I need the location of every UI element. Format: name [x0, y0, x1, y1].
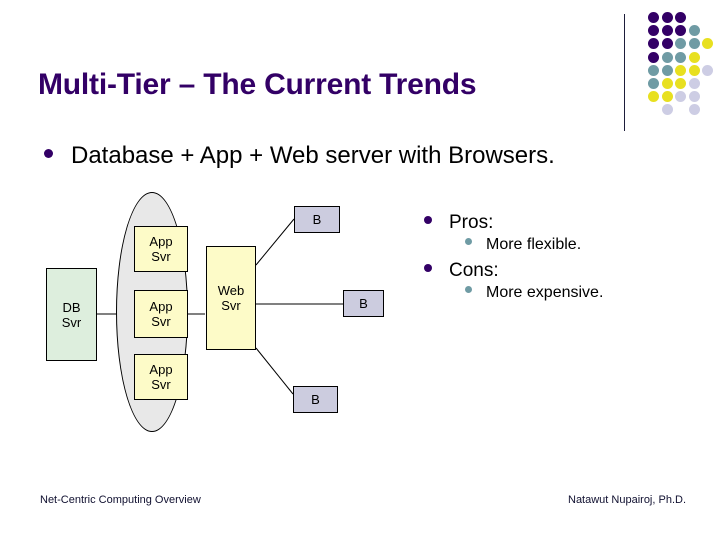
logo-dot-icon — [661, 12, 673, 23]
node-db-server-line2: Svr — [61, 314, 82, 330]
connector-web-to-browser-top — [255, 218, 295, 266]
node-app-server-3-line1: App — [149, 362, 173, 377]
node-db-server-line1: DB — [62, 299, 81, 315]
logo-dot-icon — [661, 38, 673, 50]
node-browser-2-label: B — [359, 296, 368, 311]
list-item-cons-label: Cons: — [449, 260, 499, 281]
pros-cons-list: Pros: More flexible. Cons: More expensiv… — [424, 212, 704, 308]
node-web-server[interactable]: Web Svr — [206, 246, 256, 350]
node-app-server-3-line2: Svr — [151, 377, 171, 392]
node-app-server-1-line1: App — [149, 234, 173, 249]
logo-dot-icon — [648, 51, 659, 63]
list-item-cons-sub-1-label: More expensive. — [486, 284, 604, 301]
logo-dot-icon — [688, 38, 700, 50]
logo-dot-icon — [661, 25, 673, 37]
node-db-server[interactable]: DB Svr — [46, 268, 97, 361]
logo-dot-icon — [661, 78, 673, 89]
list-item-cons-sub-1: More expensive. — [465, 284, 704, 302]
bullet-marker-icon — [424, 264, 432, 272]
node-browser-1-label: B — [312, 212, 322, 227]
node-app-server-2[interactable]: App Svr — [134, 290, 188, 338]
logo-dot-icon — [648, 64, 659, 76]
bullet-marker-icon — [44, 149, 53, 158]
lead-bullet-label: Database + App + Web server with Browser… — [71, 142, 555, 169]
logo-dot-icon — [702, 38, 713, 50]
logo-dot-icon — [702, 64, 713, 76]
node-web-server-line1: Web — [217, 283, 245, 298]
logo-dot-icon — [688, 64, 700, 76]
logo-dot-icon — [675, 64, 686, 76]
logo-dot-icon — [648, 78, 659, 89]
logo-dot-icon — [661, 104, 673, 116]
sub-bullet-marker-icon — [465, 238, 472, 245]
list-item-cons: Cons: — [424, 260, 704, 282]
node-web-server-line2: Svr — [221, 298, 241, 313]
logo-dot-icon — [675, 78, 686, 89]
lead-bullet-item: Database + App + Web server with Browser… — [44, 142, 555, 170]
list-item-pros: Pros: — [424, 212, 704, 234]
logo-dot-icon — [688, 78, 700, 89]
bullet-marker-icon — [424, 216, 432, 224]
node-app-server-2-line2: Svr — [151, 314, 171, 329]
logo-dot-icon — [675, 91, 686, 103]
logo-dot-icon — [675, 38, 686, 50]
logo-divider-rule — [624, 14, 625, 131]
logo-dot-icon — [661, 64, 673, 76]
page-title: Multi-Tier – The Current Trends — [38, 68, 477, 101]
logo-dot-icon — [688, 25, 700, 37]
node-browser-1[interactable]: B — [294, 206, 340, 233]
logo-dot-icon — [675, 25, 686, 37]
node-browser-2[interactable]: B — [343, 290, 384, 317]
decorative-dot-logo — [648, 12, 720, 122]
list-item-pros-label: Pros: — [449, 212, 494, 233]
logo-dot-icon — [675, 12, 686, 23]
logo-dot-icon — [661, 51, 673, 63]
node-app-server-1[interactable]: App Svr — [134, 226, 188, 272]
sub-bullet-marker-icon — [465, 286, 472, 293]
node-browser-3[interactable]: B — [293, 386, 338, 413]
logo-dot-icon — [648, 25, 659, 37]
node-app-server-3[interactable]: App Svr — [134, 354, 188, 400]
list-item-pros-sub-1: More flexible. — [465, 236, 704, 254]
list-item-pros-sub-1-label: More flexible. — [486, 236, 582, 253]
logo-dot-icon — [648, 38, 659, 50]
footer-right-text: Natawut Nupairoj, Ph.D. — [568, 494, 686, 506]
node-app-server-2-line1: App — [149, 299, 173, 314]
logo-dot-icon — [675, 51, 686, 63]
logo-dot-icon — [688, 104, 700, 116]
footer-left-text: Net-Centric Computing Overview — [40, 494, 201, 506]
node-browser-3-label: B — [311, 392, 320, 407]
logo-dot-icon — [661, 91, 673, 103]
logo-dot-icon — [648, 91, 659, 103]
logo-dot-icon — [688, 51, 700, 63]
node-app-server-1-line2: Svr — [151, 249, 171, 264]
logo-dot-icon — [648, 12, 659, 23]
connector-web-to-browser-bottom — [255, 347, 294, 395]
logo-dot-icon — [688, 91, 700, 103]
